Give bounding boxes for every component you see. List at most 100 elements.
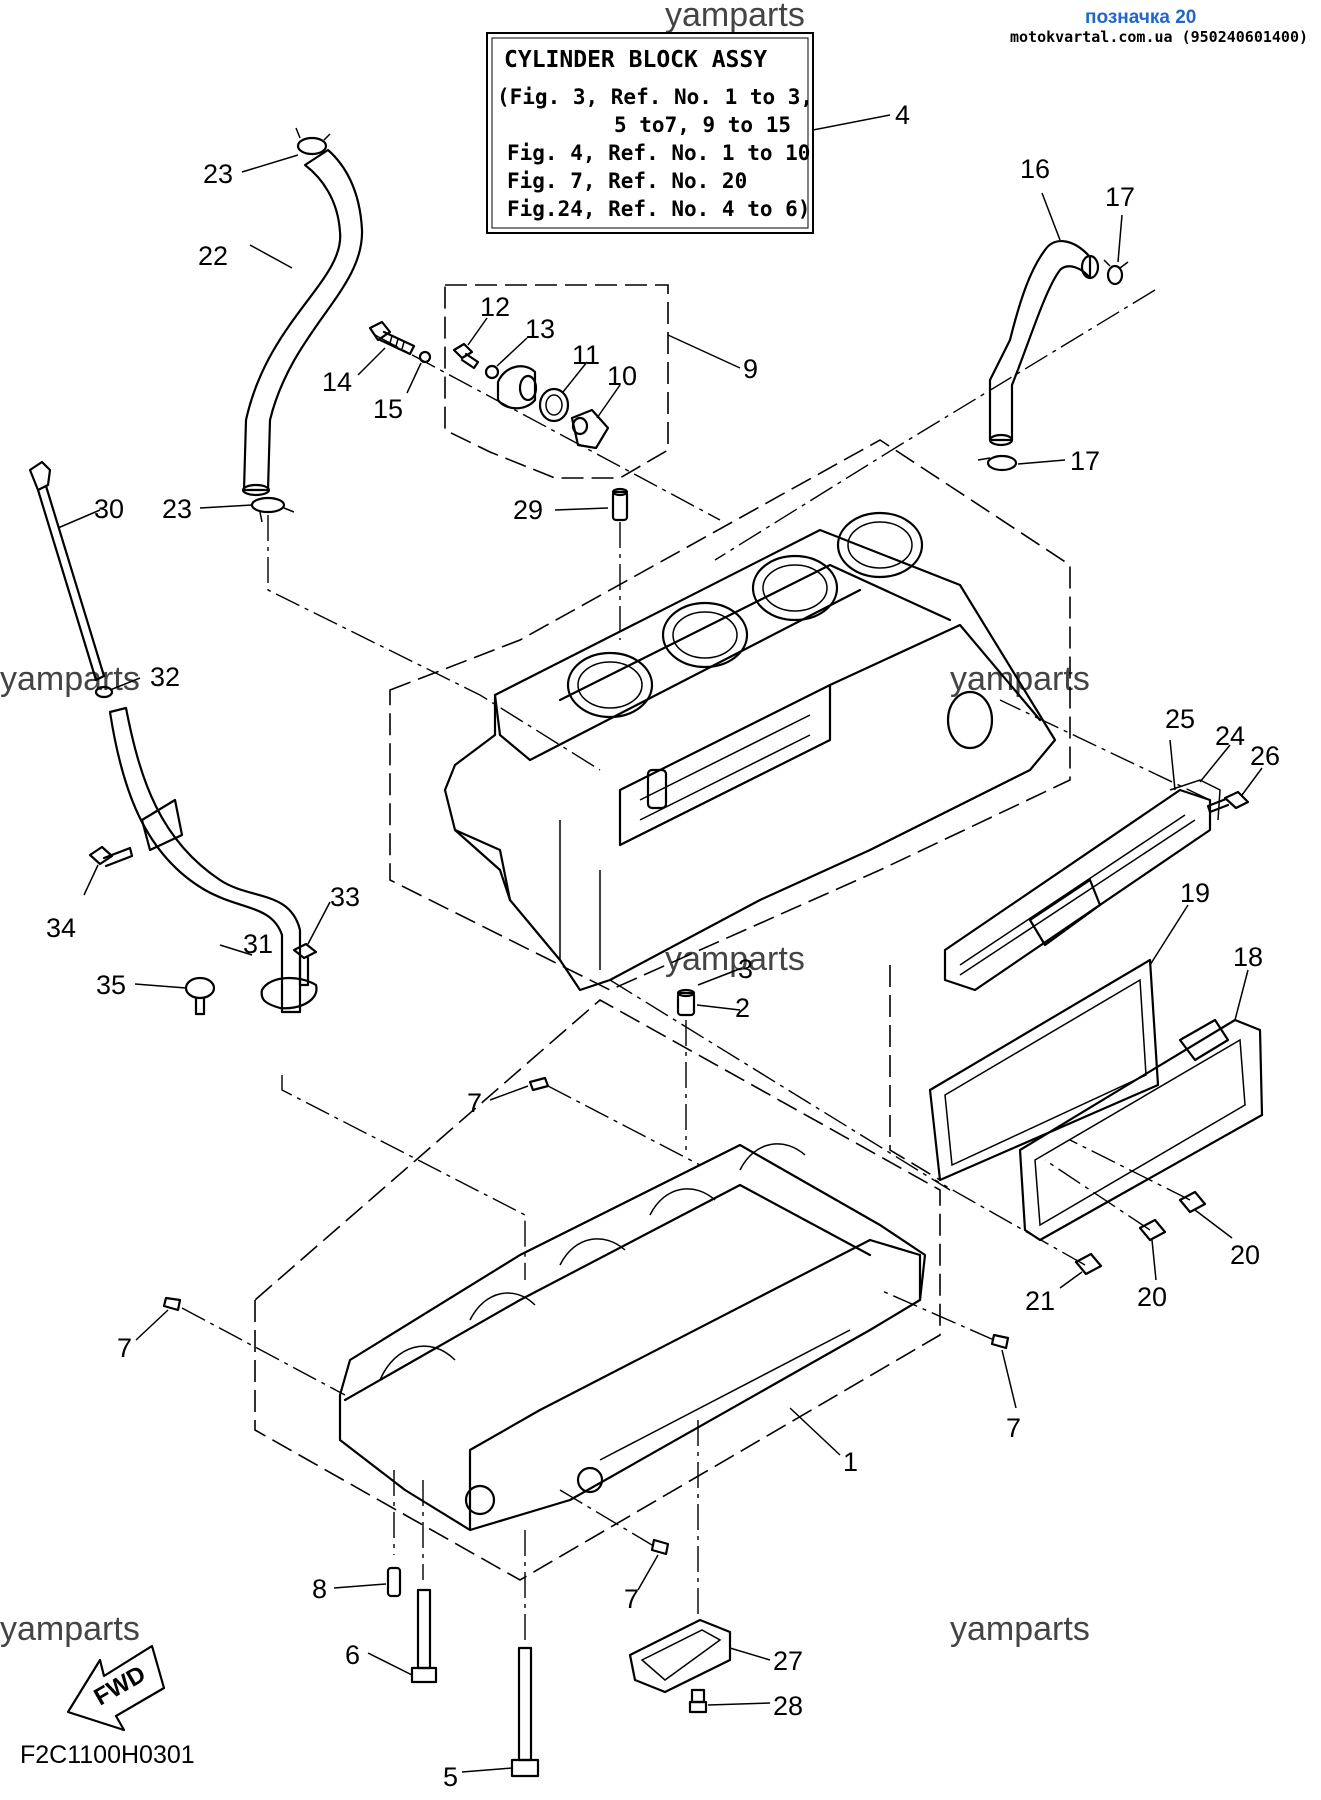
callout-32: 32 bbox=[150, 662, 180, 692]
watermark-bottom-left: yamparts bbox=[0, 1610, 140, 1648]
assembly-line-5: Fig.24, Ref. No. 4 to 6) bbox=[507, 197, 810, 221]
leader-7a bbox=[489, 1085, 529, 1101]
centerline-lower-bolts bbox=[393, 1470, 526, 1640]
bolt-6 bbox=[410, 1588, 438, 1684]
leader-20a bbox=[1194, 1209, 1233, 1239]
leader-34 bbox=[83, 864, 99, 896]
centerline-bolts-right bbox=[934, 1139, 1191, 1266]
callout-7c: 7 bbox=[1006, 1413, 1021, 1443]
callout-10: 10 bbox=[607, 361, 637, 391]
fitting-11-housing bbox=[496, 365, 538, 410]
leader-6 bbox=[367, 1652, 413, 1676]
leader-13 bbox=[496, 337, 528, 367]
assembly-line-1: (Fig. 3, Ref. No. 1 to 3, bbox=[497, 85, 813, 109]
dipstick bbox=[28, 460, 106, 682]
figure-code: F2C1100H0301 bbox=[20, 1741, 195, 1769]
dowel-pin-7d bbox=[650, 1538, 670, 1556]
watermark-left: yamparts bbox=[0, 660, 140, 698]
leader-24 bbox=[1199, 744, 1231, 783]
dowel-pin-7b bbox=[162, 1296, 182, 1312]
o-ring-32 bbox=[94, 685, 114, 699]
hose-clamp-lower bbox=[250, 496, 295, 523]
leader-23b bbox=[199, 504, 253, 509]
leader-27 bbox=[729, 1647, 771, 1661]
plate-27 bbox=[628, 1618, 732, 1694]
leader-20b bbox=[1151, 1239, 1157, 1281]
leader-17b bbox=[1017, 459, 1066, 465]
leader-32 bbox=[109, 677, 141, 691]
bolt-21 bbox=[1074, 1252, 1103, 1276]
leader-18 bbox=[1234, 969, 1249, 1021]
o-ring-13 bbox=[484, 364, 500, 380]
leader-23a bbox=[241, 154, 299, 173]
leader-2 bbox=[696, 1004, 741, 1011]
callout-9: 9 bbox=[743, 354, 758, 384]
bolt-34 bbox=[88, 845, 134, 868]
callout-27: 27 bbox=[773, 1646, 803, 1676]
header-site: motokvartal.com.ua (950240601400) bbox=[1010, 28, 1308, 46]
breather-hose bbox=[241, 148, 364, 497]
leader-22 bbox=[249, 244, 293, 269]
callout-33: 33 bbox=[330, 882, 360, 912]
callout-16: 16 bbox=[1020, 154, 1050, 184]
leader-7d bbox=[637, 1554, 659, 1591]
dipstick-guide bbox=[108, 706, 318, 1014]
hose-right bbox=[988, 240, 1100, 447]
callout-7a: 7 bbox=[467, 1088, 482, 1118]
gasket-19 bbox=[928, 958, 1160, 1182]
centerline-7c bbox=[879, 1289, 995, 1341]
callout-20b: 20 bbox=[1137, 1282, 1167, 1312]
callout-19: 19 bbox=[1180, 878, 1210, 908]
leader-25 bbox=[1169, 739, 1176, 791]
gasket-24 bbox=[1169, 779, 1221, 821]
bolt-26 bbox=[1206, 790, 1250, 814]
centerline-26 bbox=[999, 699, 1211, 801]
leader-10 bbox=[596, 384, 621, 419]
centerline-hose bbox=[267, 515, 601, 771]
sleeve-10 bbox=[570, 408, 610, 450]
assembly-line-3: Fig. 4, Ref. No. 1 to 10 bbox=[507, 141, 810, 165]
callout-5: 5 bbox=[443, 1762, 458, 1792]
fwd-label: FWD bbox=[90, 1660, 151, 1711]
callout-14: 14 bbox=[322, 367, 352, 397]
leader-35 bbox=[134, 983, 187, 989]
leader-5 bbox=[461, 1767, 513, 1773]
seal-11 bbox=[538, 387, 570, 423]
leader-1 bbox=[789, 1407, 841, 1456]
screw-28 bbox=[688, 1688, 708, 1714]
watermark-top: yamparts bbox=[665, 0, 805, 34]
callout-34: 34 bbox=[46, 913, 76, 943]
callout-4: 4 bbox=[895, 100, 910, 130]
centerline-7b bbox=[181, 1307, 346, 1396]
seal-11-inner bbox=[545, 394, 563, 416]
group-outline-9 bbox=[444, 284, 669, 479]
clip-35 bbox=[184, 976, 216, 1016]
callout-17b: 17 bbox=[1070, 446, 1100, 476]
bolt-33 bbox=[292, 942, 318, 987]
cylinder-block bbox=[443, 511, 1057, 992]
leader-7c bbox=[1001, 1349, 1017, 1409]
callout-31: 31 bbox=[243, 929, 273, 959]
callout-23a: 23 bbox=[203, 159, 233, 189]
leader-30 bbox=[57, 509, 101, 529]
bolt-12 bbox=[452, 342, 480, 370]
leader-31 bbox=[219, 944, 253, 956]
callout-11: 11 bbox=[572, 340, 600, 370]
leader-9 bbox=[667, 334, 741, 369]
leader-12 bbox=[467, 317, 488, 346]
leader-19 bbox=[1149, 904, 1189, 966]
hose-clamp-upper bbox=[295, 127, 331, 156]
callout-30: 30 bbox=[94, 494, 124, 524]
leader-28 bbox=[707, 1702, 771, 1706]
fwd-arrow: FWD bbox=[66, 1644, 166, 1732]
callout-18: 18 bbox=[1233, 942, 1263, 972]
centerline-7d bbox=[559, 1489, 653, 1546]
assembly-box: CYLINDER BLOCK ASSY (Fig. 3, Ref. No. 1 … bbox=[486, 32, 814, 234]
cover-25 bbox=[943, 788, 1212, 992]
leader-14 bbox=[357, 347, 386, 376]
hose-clamp-right-lower bbox=[977, 454, 1018, 472]
leader-15 bbox=[406, 362, 422, 394]
leader-21 bbox=[1059, 1271, 1083, 1289]
bolt-14 bbox=[368, 320, 416, 356]
group-outline-block bbox=[389, 439, 1071, 991]
